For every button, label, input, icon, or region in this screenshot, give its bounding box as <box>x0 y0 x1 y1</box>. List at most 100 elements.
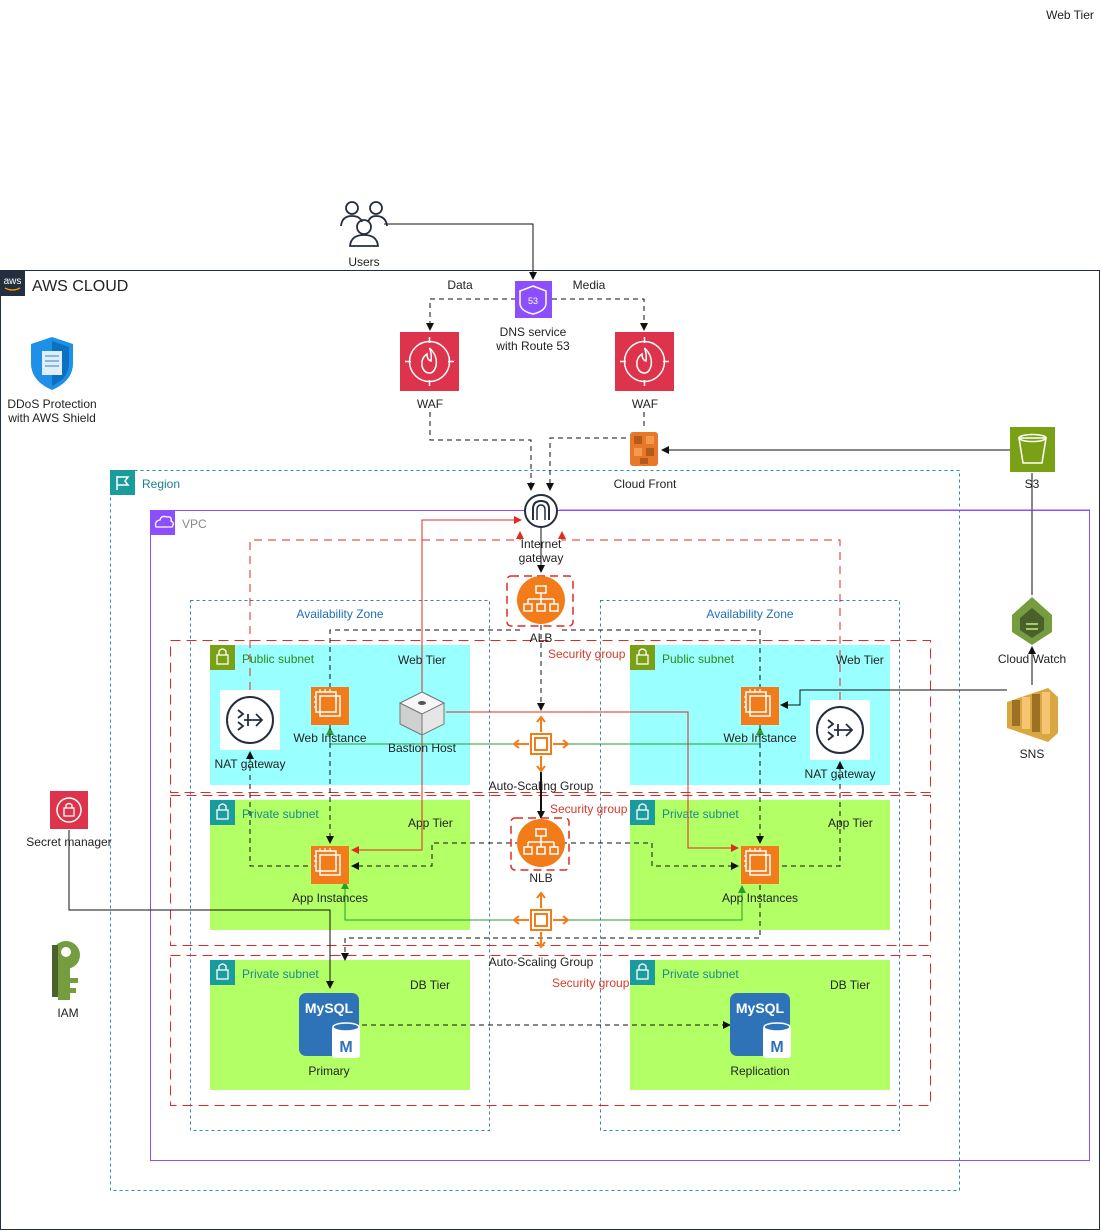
autoscaling-group-icon <box>512 715 570 773</box>
region-boundary <box>110 470 960 1191</box>
app-instance-label: App Instances <box>292 891 368 905</box>
tier-label: DB Tier <box>830 978 870 992</box>
dns-label: with Route 53 <box>495 339 570 353</box>
nat-gateway-icon <box>810 700 870 760</box>
alb-label: ALB <box>530 631 553 645</box>
igw-label: gateway <box>519 551 564 565</box>
dns-to-waf-media-connector <box>552 298 648 331</box>
sns-label: SNS <box>1020 747 1045 761</box>
tier-label: Web Tier <box>836 653 884 667</box>
subnet-label: Public subnet <box>662 652 735 666</box>
security-group-label: Security group <box>548 647 626 661</box>
db-label: Primary <box>308 1064 349 1078</box>
availability-zone-label: Availability Zone <box>296 607 383 621</box>
users-to-dns-connector <box>384 223 537 280</box>
iam-label: IAM <box>57 1006 78 1020</box>
security-group-app <box>170 795 931 946</box>
ec2-instance-icon <box>741 687 779 725</box>
subnet-label: Private subnet <box>242 807 319 821</box>
alb-to-web-instance-connector <box>562 629 761 688</box>
asg-to-app-instance-connector <box>562 885 746 921</box>
autoscaling-label: Auto-Scaling Group <box>489 779 594 793</box>
svg-text:M: M <box>339 1039 352 1056</box>
public-subnet-lock-icon <box>630 645 655 670</box>
nat-gateway-label: NAT gateway <box>215 757 286 771</box>
dns-label: DNS service <box>500 325 567 339</box>
app-to-db-connector <box>341 885 761 961</box>
media-edge-label: Media <box>573 278 606 292</box>
nat-gateway-icon <box>220 690 280 750</box>
cloudwatch-label: Cloud Watch <box>998 652 1066 666</box>
availability-zone-left <box>190 600 490 1131</box>
ec2-instance-icon <box>741 846 779 884</box>
db-label: Replication <box>730 1064 789 1078</box>
secrets-manager-icon <box>50 791 88 829</box>
bastion-host-icon <box>398 691 446 736</box>
private-subnet-lock-icon <box>630 960 655 985</box>
igw-label: Internet <box>521 537 562 551</box>
secret-manager-to-db-connector <box>68 830 334 989</box>
region-label: Region <box>142 477 180 491</box>
asg-to-app-instance-connector <box>341 881 520 921</box>
subnet-label: Public subnet <box>242 652 315 666</box>
mysql-database-icon: MySQL M <box>299 993 360 1058</box>
vpc-cloud-icon <box>150 510 175 535</box>
nlb-to-app-connector <box>351 842 520 870</box>
subnet-label: Private subnet <box>662 807 739 821</box>
s3-bucket-icon <box>1010 427 1055 472</box>
load-balancer-icon <box>517 576 565 624</box>
svg-text:MySQL: MySQL <box>736 1000 785 1016</box>
security-group-web <box>170 640 931 793</box>
tier-label: DB Tier <box>410 978 450 992</box>
sns-to-web-instance-connector <box>780 689 1007 709</box>
route53-icon: 53 <box>515 281 552 318</box>
load-balancer-icon <box>517 819 565 867</box>
autoscaling-label: Auto-Scaling Group <box>489 955 594 969</box>
shield-label: DDoS Protection <box>7 397 96 411</box>
aws-logo-icon: aws <box>0 271 25 296</box>
tier-label: App Tier <box>408 816 453 830</box>
nat-to-igw-connector <box>558 531 841 700</box>
waf-label: WAF <box>417 397 443 411</box>
region-flag-icon <box>110 470 135 495</box>
bastion-to-igw-connector <box>421 516 522 692</box>
cloudfront-icon <box>630 432 658 466</box>
cloudfront-label: Cloud Front <box>614 477 677 491</box>
bastion-to-app-connector <box>351 735 423 854</box>
internet-gateway-icon <box>524 494 558 528</box>
svg-text:M: M <box>770 1039 783 1056</box>
waf-icon <box>400 332 459 391</box>
waf-to-igw-connector <box>429 412 535 491</box>
alb-security-frame <box>506 575 574 627</box>
web-instance-label: Web Instance <box>293 731 366 745</box>
web-instance-label: Web Instance <box>723 731 796 745</box>
nat-gateway-label: NAT gateway <box>805 767 876 781</box>
s3-label: S3 <box>1025 477 1040 491</box>
private-subnet-lock-icon <box>630 800 655 825</box>
subnet-label: Private subnet <box>242 967 319 981</box>
ec2-instance-icon <box>311 846 349 884</box>
svg-text:aws: aws <box>4 276 22 287</box>
shield-label: with AWS Shield <box>7 411 96 425</box>
private-subnet-lock-icon <box>210 800 235 825</box>
app-to-nat-connector <box>782 761 844 867</box>
alb-to-web-instance-connector <box>329 629 520 688</box>
corner-label: Web Tier <box>1046 8 1094 22</box>
availability-zone-right <box>600 600 900 1131</box>
svg-text:53: 53 <box>528 296 538 306</box>
public-subnet-lock-icon <box>210 645 235 670</box>
app-instance-label: App Instances <box>722 891 798 905</box>
subnet-label: Private subnet <box>662 967 739 981</box>
waf-icon <box>615 332 674 391</box>
security-group-label: Security group <box>550 802 628 816</box>
svg-text:MySQL: MySQL <box>305 1000 354 1016</box>
aws-cloud-title: AWS CLOUD <box>32 278 128 295</box>
vpc-label: VPC <box>182 517 207 531</box>
aws-cloud-boundary <box>0 270 1100 1230</box>
tier-label: App Tier <box>828 816 873 830</box>
users-icon <box>340 201 388 247</box>
cloudfront-to-igw-connector <box>546 437 626 491</box>
shield-icon <box>31 337 73 390</box>
mysql-database-icon: MySQL M <box>730 993 791 1058</box>
ec2-instance-icon <box>311 687 349 725</box>
